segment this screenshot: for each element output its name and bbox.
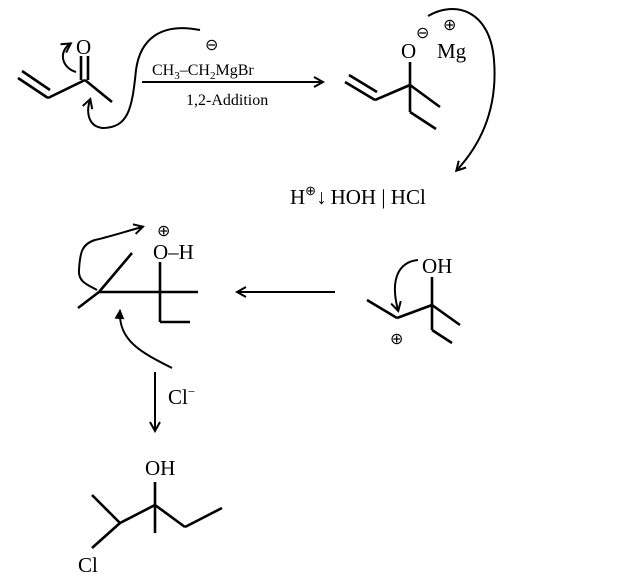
methyl-shift-curved-arrow bbox=[395, 259, 419, 310]
condition-label: 1,2-Addition bbox=[186, 92, 268, 109]
acid-reagent-label: H⊕↓HOH | HCl bbox=[290, 183, 426, 209]
product-chlorine: Cl bbox=[78, 553, 98, 577]
carbocation-charge: ⊕ bbox=[390, 331, 403, 348]
nucleophilic-attack-curved-arrow bbox=[88, 27, 201, 130]
reagent-label: CH3–CH2MgBr bbox=[152, 62, 254, 82]
chloride-attack-curved-arrow bbox=[114, 309, 173, 369]
product-hydroxyl: OH bbox=[145, 456, 175, 480]
product-chlorohydrin: OH Cl bbox=[78, 456, 223, 577]
magnesium-label: Mg bbox=[437, 39, 467, 63]
oxonium-intermediate: O–H ⊕ bbox=[77, 223, 198, 369]
oxonium-charge: ⊕ bbox=[157, 223, 170, 240]
reactant-enone: O bbox=[17, 35, 113, 104]
oxonium-label: O–H bbox=[153, 240, 194, 264]
alkoxide-intermediate: O ⊖ Mg ⊕ bbox=[344, 17, 467, 131]
carbocation-hydroxyl: OH bbox=[422, 254, 452, 278]
pi-bond-curved-arrow bbox=[63, 44, 77, 73]
magnesium-charge: ⊕ bbox=[443, 17, 456, 34]
carbanion-charge: ⊖ bbox=[205, 37, 218, 54]
alkoxide-charge: ⊖ bbox=[416, 25, 429, 42]
protonation-curved-arrow bbox=[427, 7, 496, 170]
hydride-shift-curved-arrow bbox=[77, 227, 142, 291]
alkoxide-oxygen: O bbox=[401, 39, 416, 63]
reactant-oxygen-label: O bbox=[76, 35, 91, 59]
carbocation-intermediate: OH ⊕ bbox=[366, 254, 461, 348]
chloride-label: Cl− bbox=[168, 384, 195, 409]
